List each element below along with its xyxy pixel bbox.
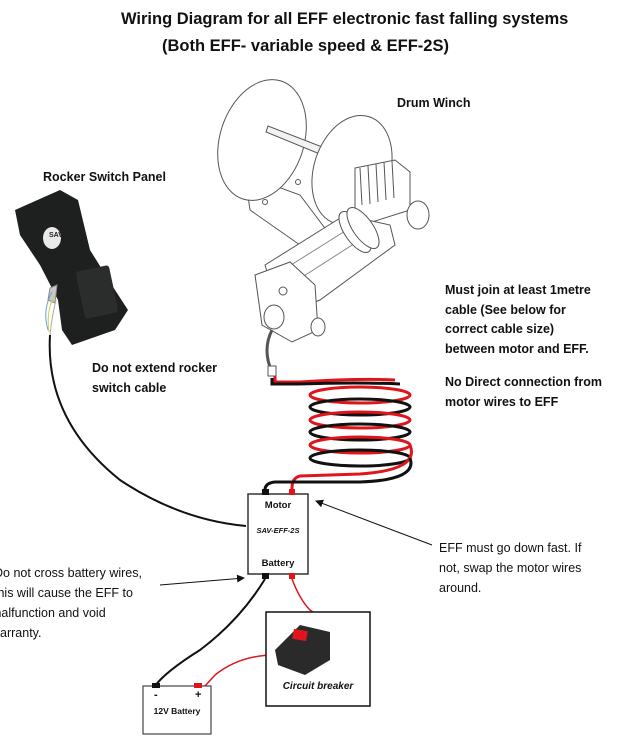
note-line: warranty. <box>0 626 42 640</box>
note-line: between motor and EFF. <box>445 342 589 356</box>
rocker-logo: SAV <box>49 232 63 239</box>
rocker-cable <box>48 334 247 527</box>
rocker-switch-label: Rocker Switch Panel <box>43 170 166 184</box>
battery-negative-terminal: - <box>154 689 158 701</box>
note-line: No Direct connection from <box>445 375 602 389</box>
note-line: EFF must go down fast. If <box>439 541 582 555</box>
note-line: Do not extend rocker <box>92 361 218 375</box>
note-line: Must join at least 1metre <box>445 283 591 297</box>
battery-positive-terminal: + <box>195 689 202 701</box>
circuit-breaker-drawing <box>275 625 330 675</box>
circuit-breaker-label: Circuit breaker <box>282 681 354 692</box>
controller-motor-label: Motor <box>264 500 292 511</box>
note-line: motor wires to EFF <box>445 395 559 409</box>
note-line: correct cable size) <box>445 322 555 336</box>
title-line-2: (Both EFF- variable speed & EFF-2S) <box>162 37 449 55</box>
note-line: switch cable <box>92 381 167 395</box>
battery-box <box>142 685 212 735</box>
eff-controller-box <box>247 493 309 575</box>
direction-note-arrow <box>315 499 433 546</box>
note-line: around. <box>439 581 482 595</box>
battery-negative-wire <box>154 578 266 687</box>
coiled-cable <box>263 376 413 494</box>
note-line: cable (See below for <box>445 303 566 317</box>
title-line-1: Wiring Diagram for all EFF electronic fa… <box>121 10 569 28</box>
battery-label: 12V Battery <box>153 706 201 716</box>
drum-winch-label: Drum Winch <box>397 96 471 110</box>
rocker-switch-drawing <box>15 190 128 345</box>
controller-battery-label: Battery <box>261 558 295 569</box>
battery-note-arrow <box>159 574 245 586</box>
note-line: Do not cross battery wires, <box>0 566 142 580</box>
drum-winch-drawing <box>217 79 430 377</box>
note-line: this will cause the EFF to <box>0 586 133 600</box>
controller-model: SAV-EFF-2S <box>256 526 300 535</box>
note-line: not, swap the motor wires <box>439 561 582 575</box>
note-line: malfunction and void <box>0 606 106 620</box>
